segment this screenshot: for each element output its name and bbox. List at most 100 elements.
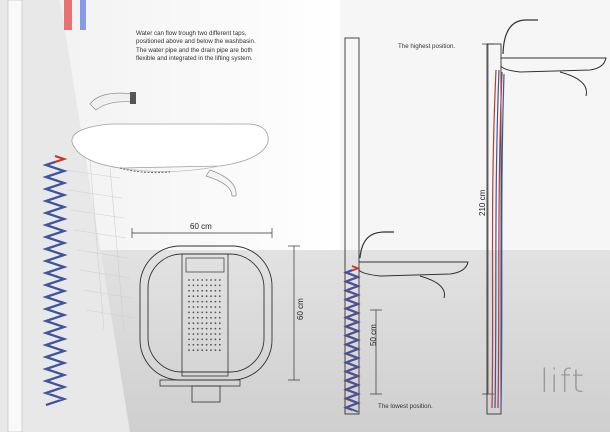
column-foot <box>191 385 221 403</box>
perforation-dot <box>214 300 217 303</box>
perforation-dot <box>188 306 190 308</box>
perforation-grid <box>188 279 221 352</box>
perforation-dot <box>214 349 217 352</box>
lift-plate <box>181 253 229 377</box>
basin-highest <box>500 57 607 73</box>
description-line: The water pipe and the drain pipe are bo… <box>136 46 253 54</box>
coiled-pipes-lowest <box>343 265 361 413</box>
perforation-dot <box>196 322 199 325</box>
perforation-dot <box>188 322 190 325</box>
perforation-dot <box>218 279 221 281</box>
perforation-dot <box>218 322 221 325</box>
wall-marker-blue <box>80 0 86 30</box>
perforation-dot <box>218 311 221 314</box>
perforation-dot <box>210 311 212 314</box>
perforation-dot <box>214 338 217 341</box>
perforation-dot <box>210 327 212 330</box>
perforation-dot <box>201 338 204 341</box>
perforation-dot <box>201 349 204 352</box>
perforation-dot <box>201 327 204 330</box>
perforation-dot <box>188 316 190 319</box>
tap-lower <box>205 169 237 197</box>
perforation-dot <box>210 306 212 308</box>
perforation-dot <box>218 289 221 292</box>
perforation-dot <box>214 311 217 314</box>
description-line: Water can flow trough two different taps… <box>136 30 247 37</box>
perforation-dot <box>205 279 208 281</box>
perforation-dot <box>210 343 212 346</box>
lower-tap-lowest <box>419 275 445 299</box>
perforation-dot <box>214 333 217 335</box>
perforation-dot <box>188 338 190 341</box>
drain-grill <box>119 167 171 174</box>
perforation-dot <box>218 327 221 330</box>
brand-logo-text: lift <box>540 362 586 400</box>
perforation-dot <box>214 295 217 298</box>
perforation-dot <box>192 316 195 319</box>
perforation-dot <box>192 349 195 352</box>
perforation-dot <box>201 300 204 303</box>
perforation-dot <box>214 284 217 287</box>
perforation-dot <box>201 311 204 314</box>
perforation-dot <box>201 333 204 335</box>
width-label: 60 cm <box>190 222 212 231</box>
perforation-dot <box>205 289 208 292</box>
perforation-dot <box>188 279 190 281</box>
perforation-dot <box>205 327 208 330</box>
perforation-dot <box>205 311 208 314</box>
basin-lowest <box>358 261 469 277</box>
upper-tap-lowest <box>359 231 394 259</box>
perforation-dot <box>201 279 204 281</box>
description-line: flexible and integrated in the lifting s… <box>136 55 253 63</box>
tap-handle <box>130 92 136 104</box>
perforation-dot <box>205 284 208 287</box>
perforation-dot <box>210 322 212 325</box>
perforation-dot <box>192 300 195 303</box>
min-height-label: 50 cm <box>369 324 378 346</box>
perforation-dot <box>188 284 190 287</box>
perforation-dot <box>205 322 208 325</box>
perforation-dot <box>188 349 190 352</box>
perforation-dot <box>210 349 212 352</box>
top-view-diagram <box>131 228 300 403</box>
perforation-dot <box>188 327 190 330</box>
max-height-label: 210 cm <box>478 189 487 216</box>
perforation-dot <box>196 289 199 292</box>
perforation-dot <box>201 284 204 287</box>
description-text: Water can flow trough two different taps… <box>136 30 296 64</box>
perforation-dot <box>201 343 204 346</box>
coiled-pipes-photo <box>42 154 68 407</box>
perforation-dot <box>188 343 190 346</box>
perforation-dot <box>218 343 221 346</box>
perforation-dot <box>214 279 217 281</box>
perforation-dot <box>201 306 204 308</box>
perforation-dot <box>214 289 217 292</box>
side-view-highest <box>482 19 607 415</box>
perforation-dot <box>218 349 221 352</box>
perforation-dot <box>205 333 208 335</box>
perforation-dot <box>210 300 212 303</box>
perforation-dot <box>205 316 208 319</box>
perforation-dot <box>196 306 199 308</box>
height-label: 60 cm <box>296 298 305 320</box>
perforation-dot <box>201 289 204 292</box>
perforation-dot <box>192 306 195 308</box>
perforation-dot <box>196 327 199 330</box>
perforation-dot <box>192 322 195 325</box>
perforation-dot <box>210 279 212 281</box>
perforation-dot <box>210 289 212 292</box>
lowest-position-label: The lowest position. <box>378 403 433 410</box>
perforation-dot <box>218 300 221 303</box>
perforation-dot <box>218 284 221 287</box>
perforation-dot <box>210 316 212 319</box>
perforation-dot <box>218 295 221 298</box>
perforation-dot <box>214 327 217 330</box>
stretched-pipes-highest <box>491 69 505 409</box>
perforation-dot <box>205 343 208 346</box>
perforation-dot <box>188 295 190 298</box>
perforation-dot <box>192 279 195 281</box>
perforation-dot <box>196 338 199 341</box>
perforation-dot <box>188 311 190 314</box>
perforation-dot <box>192 338 195 341</box>
